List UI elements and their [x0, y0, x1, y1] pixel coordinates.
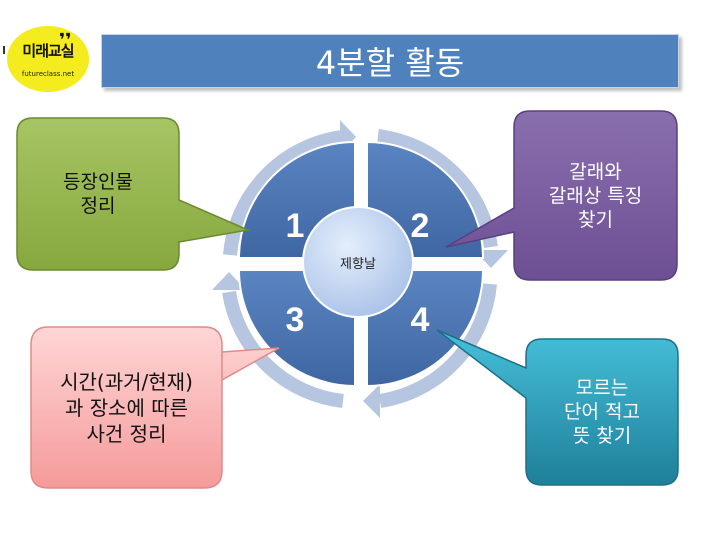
- logo-url: futureclass.net: [21, 70, 75, 78]
- quote-mark-icon: ❜❜: [59, 30, 72, 51]
- quadrant-number-1: 1: [286, 207, 305, 245]
- quadrant-number-4: 4: [411, 301, 430, 339]
- title-bar: 4분할 활동: [101, 34, 679, 88]
- quadrant-number-2: 2: [411, 207, 430, 245]
- page-title: 4분할 활동: [315, 44, 465, 82]
- center-label: 제향날: [340, 257, 376, 272]
- callout-bottom-right-text: 모르는 단어 적고 뜻 찾기: [564, 377, 640, 447]
- futureclass-logo: ❜❜ 미래교실 futureclass.net: [7, 26, 89, 92]
- callout-bottom-left-text: 시간(과거/현재) 과 장소에 따른 사건 정리: [60, 369, 193, 446]
- quadrant-group: [237, 140, 485, 388]
- callout-top-right-shape: [445, 110, 678, 281]
- slide-edge-mark: [3, 46, 5, 54]
- quadrant-number-3: 3: [286, 301, 305, 339]
- callout-top-left-shape: [16, 117, 251, 271]
- callout-bottom-right-shape: [436, 329, 679, 486]
- callout-top-right-text: 갈래와 갈래상 특징 찾기: [548, 160, 643, 231]
- logo-text: 미래교실: [22, 42, 74, 60]
- callout-top-left-text: 등장인물 정리: [63, 171, 133, 217]
- center-circle: [302, 206, 414, 318]
